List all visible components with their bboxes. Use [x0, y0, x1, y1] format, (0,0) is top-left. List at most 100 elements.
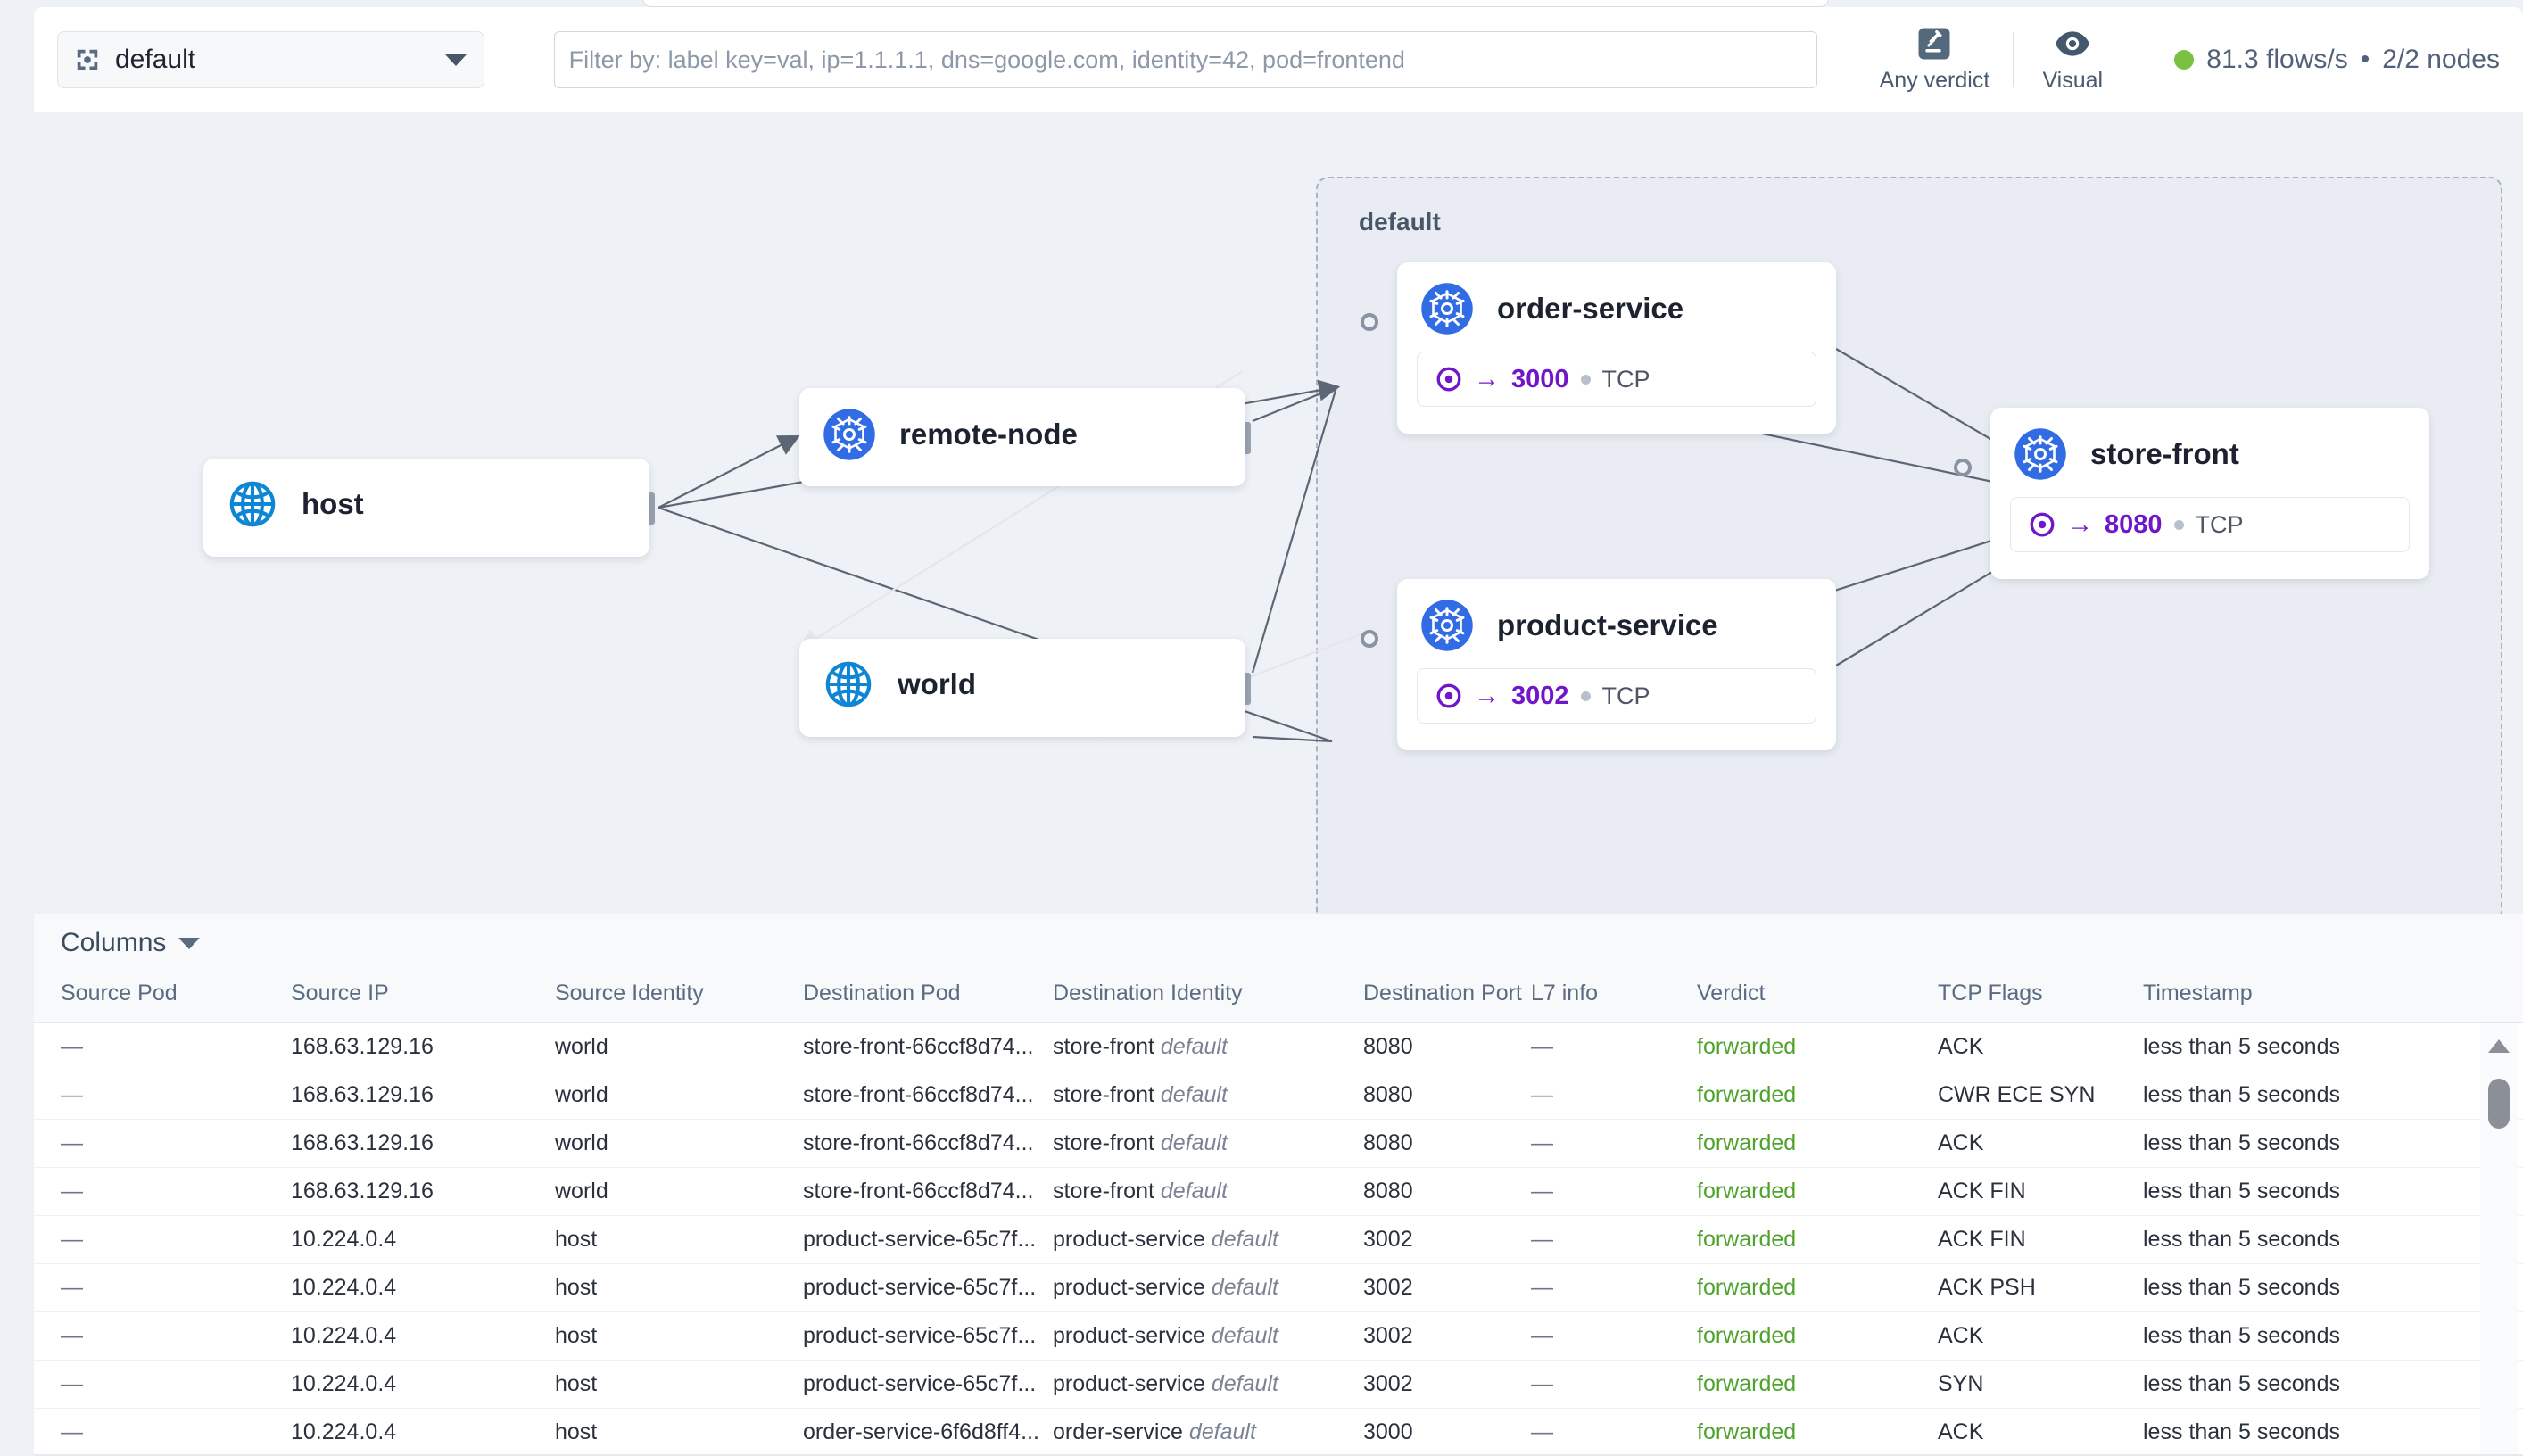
- scroll-up-arrow-icon[interactable]: [2488, 1039, 2510, 1053]
- cell-destination-identity: product-service default: [1053, 1311, 1363, 1361]
- nodes-count: 2/2 nodes: [2382, 45, 2500, 74]
- node-world-title: world: [898, 667, 976, 700]
- cell-source-ip: 10.224.0.4: [291, 1408, 555, 1456]
- filter-field[interactable]: [553, 31, 1817, 88]
- node-host[interactable]: host: [203, 459, 649, 557]
- cell-destination-identity: product-service default: [1053, 1215, 1363, 1264]
- cell-source-pod: —: [34, 1408, 291, 1456]
- destination-namespace: default: [1160, 1130, 1228, 1155]
- port-arrow-icon: →: [2067, 509, 2093, 539]
- cell-source-identity: world: [555, 1071, 803, 1120]
- col-l7-info[interactable]: L7 info: [1531, 972, 1697, 1023]
- port-number: 8080: [2105, 509, 2163, 539]
- node-product-service[interactable]: product-service → 3002 TCP: [1397, 579, 1836, 750]
- service-map-canvas[interactable]: default: [34, 112, 2523, 914]
- col-tcp-flags[interactable]: TCP Flags: [1938, 972, 2143, 1023]
- col-destination-port[interactable]: Destination Port: [1363, 972, 1531, 1023]
- toolbar-actions: Any verdict Visual: [1864, 26, 2125, 94]
- node-order-service-title: order-service: [1497, 292, 1684, 325]
- table-bottom-rule: [34, 1454, 2523, 1456]
- cell-source-pod: —: [34, 1022, 291, 1071]
- destination-namespace: default: [1160, 1082, 1228, 1107]
- cell-source-pod: —: [34, 1360, 291, 1409]
- flows-table-panel: Columns Source Pod Source IP Source Iden…: [34, 914, 2523, 1456]
- node-remote-node[interactable]: remote-node: [799, 388, 1245, 486]
- cell-l7-info: —: [1531, 1311, 1697, 1361]
- col-source-pod[interactable]: Source Pod: [34, 972, 291, 1023]
- cell-source-pod: —: [34, 1215, 291, 1264]
- node-order-service[interactable]: order-service → 3000 TCP: [1397, 262, 1836, 434]
- node-store-front[interactable]: store-front → 8080 TCP: [1990, 408, 2429, 579]
- flows-rate: 81.3 flows/s: [2206, 45, 2348, 74]
- port-chip[interactable]: → 3000 TCP: [1417, 352, 1816, 407]
- cell-source-ip: 168.63.129.16: [291, 1119, 555, 1168]
- cell-source-identity: host: [555, 1215, 803, 1264]
- node-store-front-title: store-front: [2090, 437, 2239, 470]
- cell-source-ip: 168.63.129.16: [291, 1071, 555, 1120]
- cell-timestamp: less than 5 seconds: [2143, 1360, 2357, 1409]
- cell-verdict: forwarded: [1697, 1119, 1938, 1168]
- cell-source-pod: —: [34, 1263, 291, 1312]
- cell-verdict: forwarded: [1697, 1360, 1938, 1409]
- table-scrollbar[interactable]: [2480, 1023, 2518, 1456]
- col-source-ip[interactable]: Source IP: [291, 972, 555, 1023]
- cell-l7-info: —: [1531, 1408, 1697, 1456]
- port-separator-dot: [1580, 374, 1591, 385]
- port-chip[interactable]: → 8080 TCP: [2010, 497, 2410, 552]
- kubernetes-icon: [823, 409, 875, 460]
- cell-destination-port: 8080: [1363, 1071, 1531, 1120]
- cell-tcp-flags: ACK: [1938, 1022, 2143, 1071]
- cell-source-pod: —: [34, 1071, 291, 1120]
- node-product-service-title: product-service: [1497, 608, 1718, 641]
- target-icon: [1436, 683, 1461, 708]
- cell-source-identity: host: [555, 1263, 803, 1312]
- destination-namespace: default: [1160, 1034, 1228, 1059]
- col-source-identity[interactable]: Source Identity: [555, 972, 803, 1023]
- visual-button[interactable]: Visual: [2021, 26, 2124, 94]
- filter-input[interactable]: [568, 46, 1802, 74]
- cell-timestamp: less than 5 seconds: [2143, 1022, 2357, 1071]
- cell-destination-port: 3000: [1363, 1408, 1531, 1456]
- chevron-down-icon: [178, 937, 201, 949]
- cell-source-pod: —: [34, 1167, 291, 1216]
- cell-tcp-flags: ACK: [1938, 1311, 2143, 1361]
- columns-button[interactable]: Columns: [34, 914, 2523, 972]
- cell-timestamp: less than 5 seconds: [2143, 1311, 2357, 1361]
- cell-destination-pod: store-front-66ccf8d74...: [803, 1119, 1053, 1168]
- globe-icon: [229, 481, 276, 527]
- kubernetes-icon: [2014, 428, 2066, 480]
- flows-table-scroll-area[interactable]: Source Pod Source IP Source Identity Des…: [34, 972, 2523, 1456]
- col-timestamp[interactable]: Timestamp: [2143, 972, 2357, 1023]
- cell-destination-identity: product-service default: [1053, 1360, 1363, 1409]
- scrollbar-thumb[interactable]: [2488, 1079, 2510, 1129]
- destination-namespace: default: [1211, 1323, 1278, 1348]
- node-world[interactable]: world: [799, 639, 1245, 737]
- node-store-front-header: store-front: [1990, 408, 2429, 497]
- any-verdict-button[interactable]: Any verdict: [1864, 26, 2006, 94]
- destination-namespace: default: [1211, 1227, 1278, 1252]
- cell-source-identity: world: [555, 1167, 803, 1216]
- port-chip[interactable]: → 3002 TCP: [1417, 668, 1816, 724]
- cell-destination-port: 8080: [1363, 1022, 1531, 1071]
- namespace-selector[interactable]: default: [57, 31, 484, 88]
- col-verdict[interactable]: Verdict: [1697, 972, 1938, 1023]
- node-order-service-header: order-service: [1397, 262, 1836, 352]
- cell-timestamp: less than 5 seconds: [2143, 1167, 2357, 1216]
- cell-l7-info: —: [1531, 1022, 1697, 1071]
- node-remote-node-title: remote-node: [899, 418, 1078, 451]
- node-product-service-header: product-service: [1397, 579, 1836, 668]
- col-destination-identity[interactable]: Destination Identity: [1053, 972, 1363, 1023]
- cell-destination-port: 3002: [1363, 1311, 1531, 1361]
- col-destination-pod[interactable]: Destination Pod: [803, 972, 1053, 1023]
- cell-verdict: forwarded: [1697, 1263, 1938, 1312]
- cell-destination-identity: product-service default: [1053, 1263, 1363, 1312]
